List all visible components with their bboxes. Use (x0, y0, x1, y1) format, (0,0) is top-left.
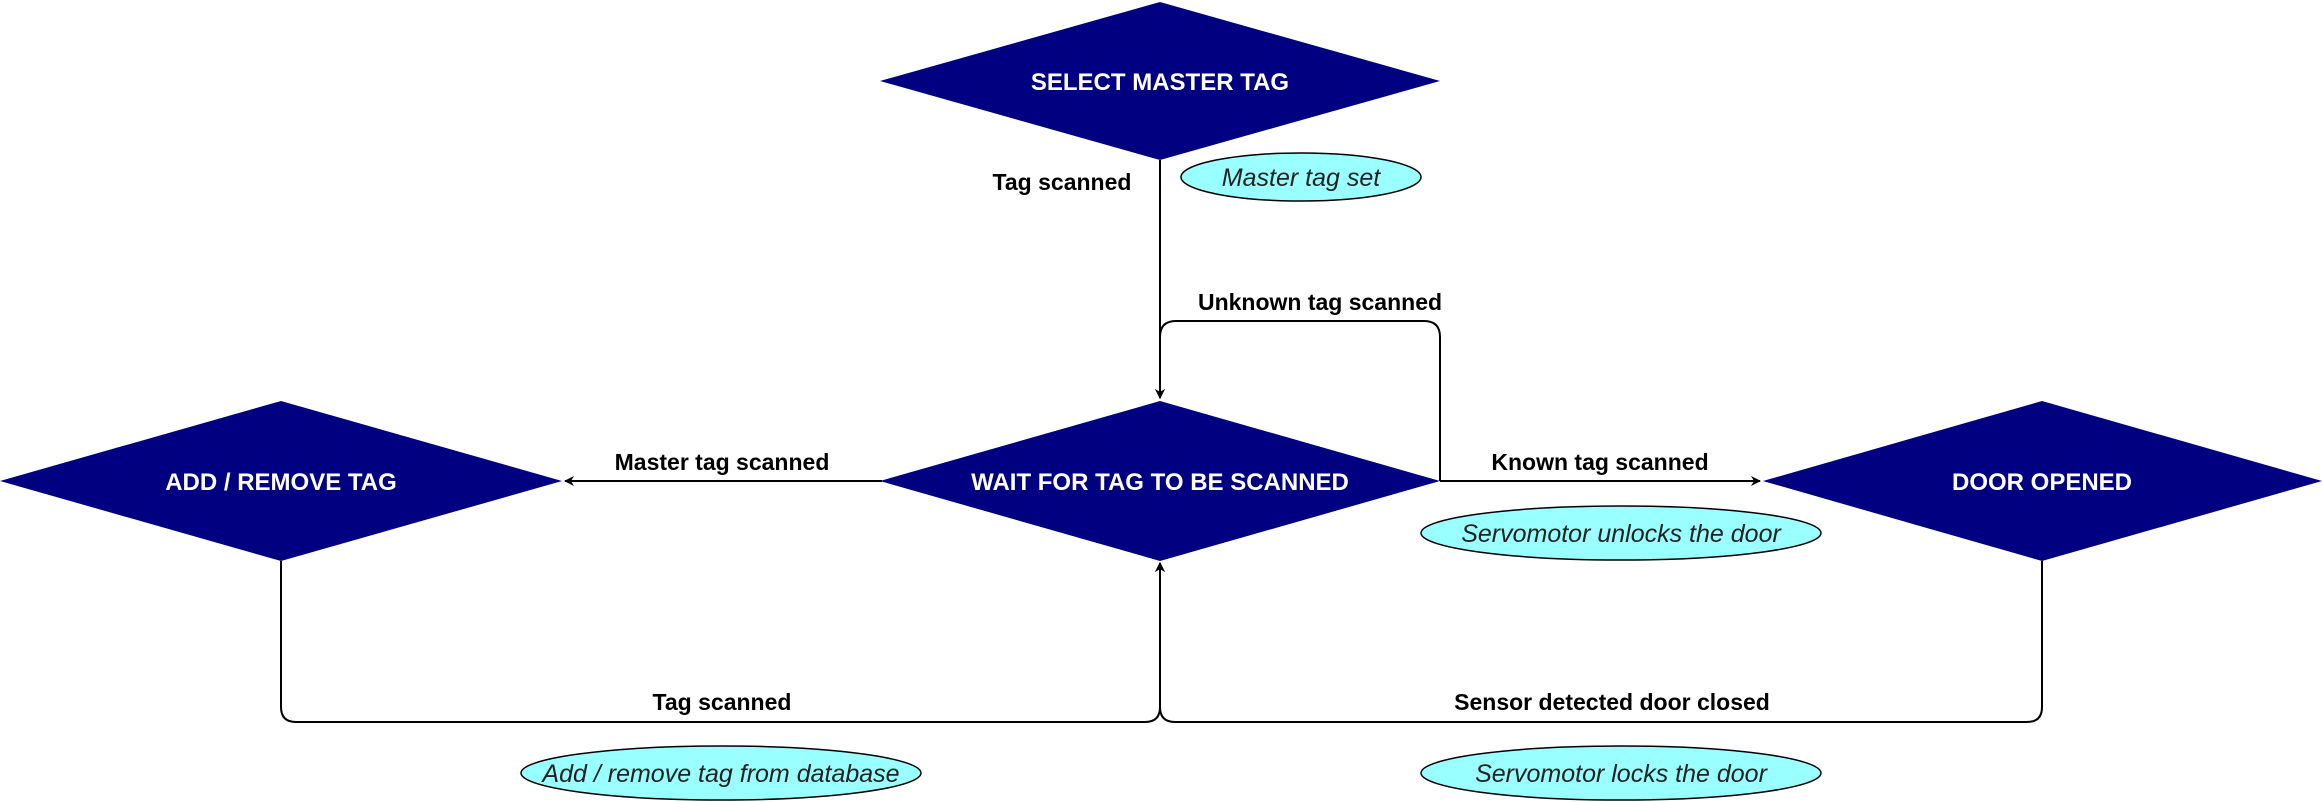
action-label: Servomotor locks the door (1475, 760, 1768, 788)
state-select-master-tag: SELECT MASTER TAG (880, 2, 1440, 160)
action-ellipse (520, 745, 922, 801)
state-door-opened: DOOR OPENED (1763, 401, 2322, 561)
label-wait-to-add-remove: Master tag scanned (615, 449, 830, 475)
state-label: WAIT FOR TAG TO BE SCANNED (971, 469, 1349, 496)
state-label: SELECT MASTER TAG (1031, 69, 1289, 96)
state-label: DOOR OPENED (1952, 469, 2132, 496)
state-shape (880, 401, 1440, 561)
label-add-remove-to-wait: Tag scanned (653, 689, 792, 715)
action-label: Add / remove tag from database (540, 760, 899, 788)
state-label: ADD / REMOVE TAG (165, 469, 397, 496)
label-master-to-wait: Tag scanned (993, 169, 1132, 195)
action-ellipse (1420, 505, 1822, 561)
label-unknown-loop: Unknown tag scanned (1198, 289, 1442, 315)
action-master-tag-set: Master tag set (1180, 152, 1422, 202)
edge-door-to-wait (1155, 561, 2043, 723)
action-servomotor-unlocks: Servomotor unlocks the door (1420, 505, 1822, 561)
state-shape (1763, 401, 2322, 561)
action-label: Master tag set (1222, 164, 1381, 192)
action-ellipse (1180, 152, 1422, 202)
action-label: Servomotor unlocks the door (1461, 520, 1782, 548)
action-add-remove-from-database: Add / remove tag from database (520, 745, 922, 801)
state-add-remove-tag: ADD / REMOVE TAG (0, 401, 562, 561)
label-door-to-wait: Sensor detected door closed (1454, 689, 1770, 715)
label-wait-to-door: Known tag scanned (1491, 449, 1708, 475)
action-ellipse (1420, 745, 1822, 801)
state-wait-for-tag: WAIT FOR TAG TO BE SCANNED (880, 401, 1440, 561)
state-shape (880, 2, 1440, 160)
action-servomotor-locks: Servomotor locks the door (1420, 745, 1822, 801)
edge-add-remove-to-wait (280, 561, 1165, 723)
state-shape (0, 401, 562, 561)
edge-unknown-loop (1155, 320, 1441, 481)
